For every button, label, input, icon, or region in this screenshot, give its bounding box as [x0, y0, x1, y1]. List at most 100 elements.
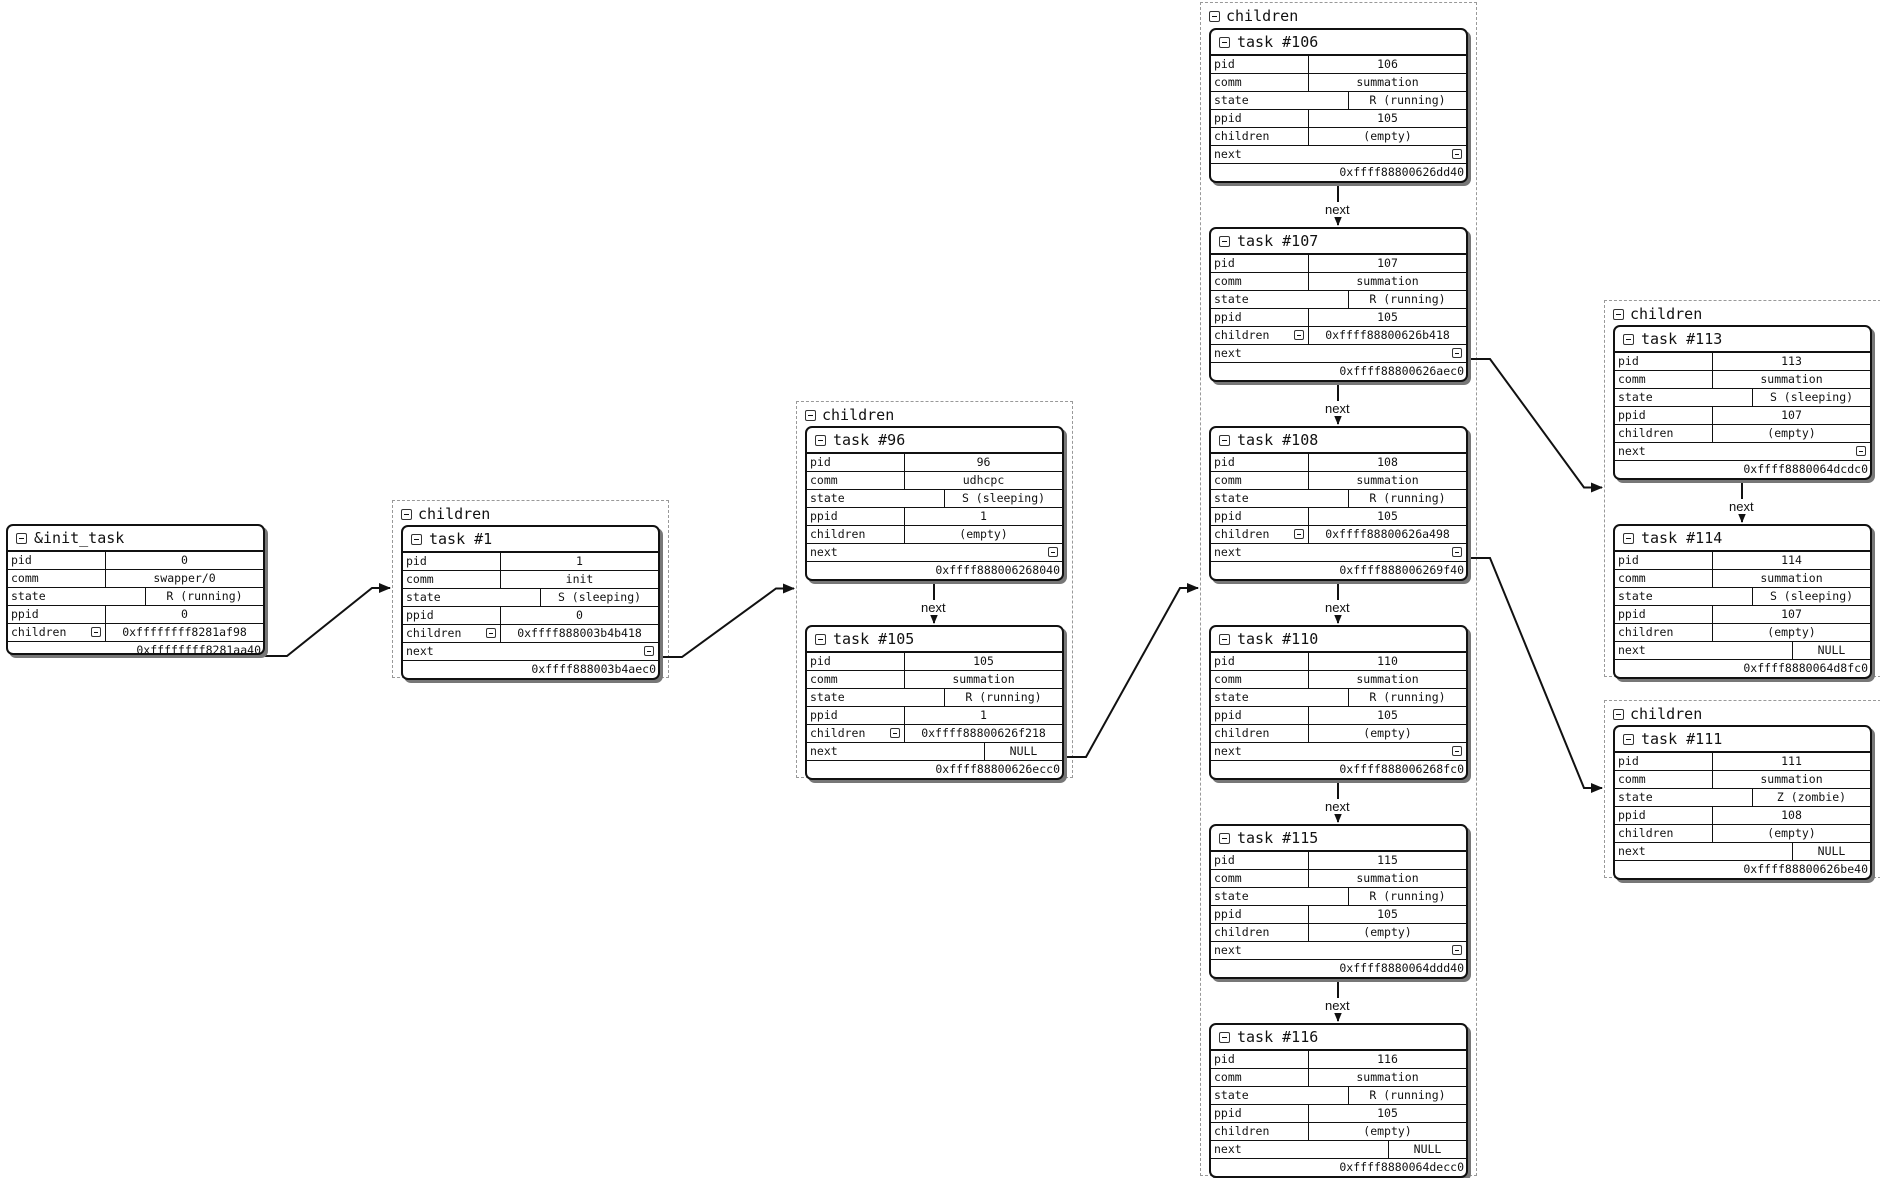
collapse-toggle-icon[interactable]	[1452, 547, 1462, 557]
collapse-toggle-icon[interactable]	[91, 627, 101, 637]
field-key: ppid	[1211, 309, 1309, 326]
field-key: next	[1211, 743, 1466, 760]
task-header[interactable]: task #111	[1615, 727, 1870, 753]
collapse-toggle-icon[interactable]	[1219, 36, 1230, 48]
collapse-toggle-icon[interactable]	[1613, 308, 1624, 320]
task-header[interactable]: task #1	[403, 527, 658, 553]
field-value: 0xffff88800626b418	[1325, 328, 1450, 342]
collapse-toggle-icon[interactable]	[1219, 832, 1230, 844]
task-header[interactable]: task #105	[807, 627, 1062, 653]
collapse-toggle-icon[interactable]	[486, 628, 496, 638]
children-group-header[interactable]: children	[1209, 7, 1298, 25]
collapse-toggle-icon[interactable]	[1294, 330, 1304, 340]
collapse-toggle-icon[interactable]	[1613, 708, 1624, 720]
collapse-toggle-icon[interactable]	[401, 508, 412, 520]
collapse-toggle-icon[interactable]	[815, 434, 826, 446]
field-value: (empty)	[1363, 1124, 1412, 1138]
field-key: next	[807, 544, 1062, 561]
address-row: 0xffff8880064dcdc0	[1615, 461, 1870, 478]
collapse-toggle-icon[interactable]	[1452, 945, 1462, 955]
collapse-toggle-icon[interactable]	[805, 409, 816, 421]
field-value: 110	[1377, 654, 1398, 668]
field-value: R (running)	[1369, 292, 1446, 306]
field-value: R (running)	[1369, 1088, 1446, 1102]
field-key: children	[1211, 725, 1309, 742]
collapse-toggle-icon[interactable]	[1452, 348, 1462, 358]
next-row: next	[1211, 146, 1466, 164]
task-header[interactable]: task #108	[1211, 428, 1466, 454]
task-header[interactable]: task #116	[1211, 1025, 1466, 1051]
collapse-toggle-icon[interactable]	[1219, 235, 1230, 247]
field-key: ppid	[1211, 1105, 1309, 1122]
task-address: 0xffff88800626ecc0	[935, 762, 1060, 776]
task-header[interactable]: task #110	[1211, 627, 1466, 653]
field-key: ppid	[1615, 606, 1713, 623]
field-value: summation	[1760, 772, 1823, 786]
collapse-toggle-icon[interactable]	[1219, 434, 1230, 446]
children-group-header[interactable]: children	[401, 505, 490, 523]
collapse-toggle-icon[interactable]	[1856, 446, 1866, 456]
task-header[interactable]: task #96	[807, 428, 1062, 454]
collapse-toggle-icon[interactable]	[1623, 532, 1634, 544]
collapse-toggle-icon[interactable]	[890, 728, 900, 738]
collapse-toggle-icon[interactable]	[1452, 149, 1462, 159]
task-header[interactable]: task #106	[1211, 30, 1466, 56]
field-key: pid	[1615, 353, 1713, 370]
task-header[interactable]: &init_task	[8, 526, 263, 552]
field-key: comm	[1615, 570, 1713, 587]
collapse-toggle-icon[interactable]	[411, 533, 422, 545]
collapse-toggle-icon[interactable]	[1209, 10, 1220, 22]
children-group-header[interactable]: children	[1613, 705, 1702, 723]
collapse-toggle-icon[interactable]	[1219, 1031, 1230, 1043]
task-header[interactable]: task #113	[1615, 327, 1870, 353]
task-address: 0xffff888006269f40	[1339, 563, 1464, 577]
collapse-toggle-icon[interactable]	[1623, 333, 1634, 345]
field-key: children	[403, 625, 501, 642]
children-group-label: children	[1226, 7, 1299, 25]
task-header[interactable]: task #114	[1615, 526, 1870, 552]
collapse-toggle-icon[interactable]	[1219, 633, 1230, 645]
collapse-toggle-icon[interactable]	[16, 532, 27, 544]
collapse-toggle-icon[interactable]	[644, 646, 654, 656]
collapse-toggle-icon[interactable]	[1623, 733, 1634, 745]
collapse-toggle-icon[interactable]	[1294, 529, 1304, 539]
address-row: 0xffff88800626dd40	[1211, 164, 1466, 181]
task-title: task #105	[833, 630, 915, 648]
task-address: 0xffff888003b4aec0	[531, 662, 656, 676]
children-group-header[interactable]: children	[805, 406, 894, 424]
collapse-toggle-icon[interactable]	[1048, 547, 1058, 557]
children-group-header[interactable]: children	[1613, 305, 1702, 323]
children-row: children(empty)	[1615, 624, 1870, 642]
task-header[interactable]: task #115	[1211, 826, 1466, 852]
task-address: 0xffffffff8281aa40	[136, 643, 261, 655]
collapse-toggle-icon[interactable]	[815, 633, 826, 645]
next-edge-label: next	[1324, 799, 1351, 814]
field-key: children	[1615, 624, 1713, 641]
task-header[interactable]: task #107	[1211, 229, 1466, 255]
children-group-label: children	[1630, 705, 1703, 723]
field-value: (empty)	[1363, 925, 1412, 939]
field-value: 105	[1377, 907, 1398, 921]
field-value: summation	[1356, 473, 1419, 487]
collapse-toggle-icon[interactable]	[1452, 746, 1462, 756]
field-key: next	[1211, 345, 1466, 362]
